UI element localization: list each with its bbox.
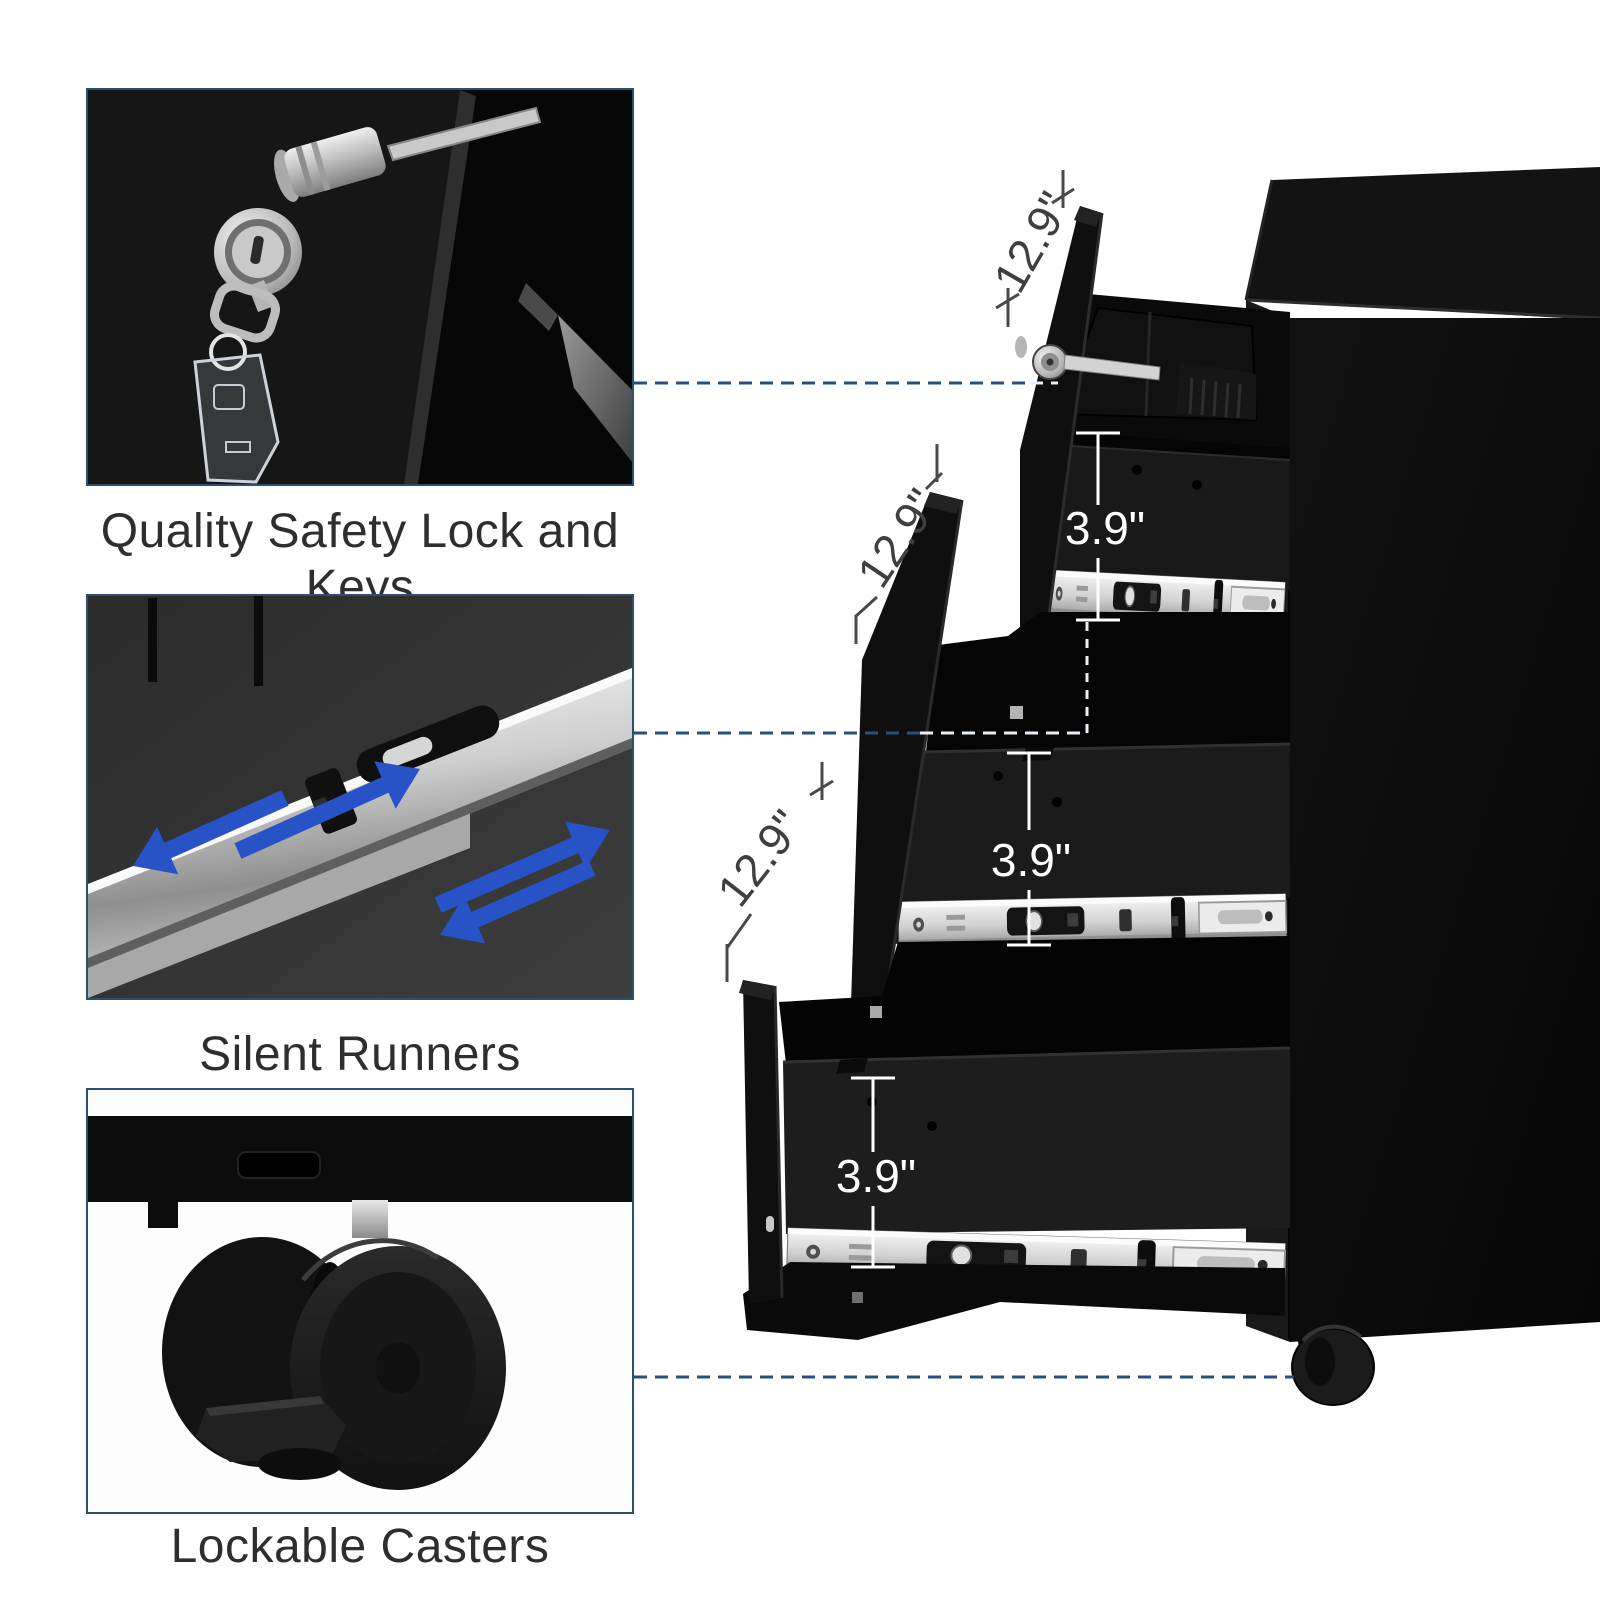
caster-stem — [352, 1200, 388, 1238]
wall-hole — [993, 771, 1003, 781]
drawer3-height-label: 3.9" — [836, 1150, 916, 1202]
wall-notch — [836, 1058, 868, 1074]
drawer2-wall-lip — [924, 742, 1291, 754]
lock-cylinder-front-icon — [214, 208, 302, 296]
drawer2-front-panel — [851, 492, 962, 1012]
drawer-middle — [851, 492, 1291, 1013]
drawer3-panel-edge — [773, 985, 784, 1299]
casters-photo-illustration — [88, 1090, 632, 1512]
slide-direction-arrows-icon — [133, 761, 610, 944]
cavity-glint-square — [870, 1006, 882, 1018]
drawer-bottom — [739, 936, 1291, 1340]
wall-hole — [1132, 465, 1142, 475]
inner-rail — [88, 810, 470, 998]
drawer1-front-panel — [1020, 206, 1102, 652]
drawer3-panel-top — [739, 980, 775, 1000]
cabinet-side-panel — [1290, 318, 1600, 1342]
drawer-corner-edge — [404, 90, 476, 484]
cabinet-caster-wheel-icon — [1291, 1324, 1375, 1406]
vent-slot — [254, 596, 263, 686]
wall-hole — [1052, 797, 1062, 807]
height-annotation-drawer3: 3.9" — [836, 1076, 916, 1269]
drawer2-panel-edge — [882, 499, 964, 1013]
dimension-ticks — [995, 170, 1075, 327]
wall-hole — [1192, 480, 1202, 490]
slide-rail-glimpse-2 — [518, 283, 558, 331]
key-tag-icon — [193, 353, 280, 484]
key-shaft-icon — [386, 106, 542, 162]
drawer-slide-rail — [88, 668, 632, 968]
caster-lock-lever-icon — [196, 1396, 346, 1480]
drawer2-panel-top — [924, 492, 962, 514]
height-annotation-drawer1: 3.9" — [1065, 431, 1145, 622]
drawer-height-annotations: 3.9" 3.9" 3.9" — [836, 431, 1145, 1269]
dimension-ticks — [725, 762, 834, 982]
lock-photo-illustration — [88, 90, 632, 484]
vent-slot — [148, 598, 157, 682]
callout-connectors — [634, 381, 1294, 1379]
drawer3-side-wall — [783, 1048, 1290, 1234]
hanging-key-icon — [209, 280, 280, 371]
hinge-glint — [766, 1216, 774, 1232]
cavity-glint-square — [1010, 706, 1023, 719]
cabinet-body — [1244, 167, 1600, 1406]
cabinet-base-shadow — [743, 1262, 1285, 1340]
wall-hole — [927, 1121, 937, 1131]
runners-photo-illustration — [88, 596, 632, 998]
cavity-glint-square — [852, 1292, 863, 1303]
drawer-lock-with-key-icon — [1032, 344, 1161, 381]
drawer1-panel-top — [1074, 206, 1102, 227]
feature-photo-lock-and-keys — [86, 88, 634, 486]
feature-caption-casters: Lockable Casters — [170, 1520, 550, 1573]
feature-photo-lockable-casters — [86, 1088, 634, 1514]
cabinet-top-front-edge — [1245, 298, 1600, 320]
tray-divider — [1144, 311, 1152, 417]
drawer2-height-label: 3.9" — [991, 834, 1071, 886]
feature-photo-silent-runners — [86, 594, 634, 1000]
feature-caption-runners: Silent Runners — [199, 1028, 521, 1081]
height-annotation-drawer2: 3.9" — [991, 751, 1071, 947]
cabinet-bottom-edge — [88, 1116, 632, 1228]
cabinet-top — [1246, 167, 1600, 320]
drawer1-wall-lip — [1039, 443, 1291, 461]
drawer1-side-wall — [1040, 444, 1290, 590]
dimension-ticks — [853, 444, 944, 644]
drawer2-side-wall — [895, 744, 1290, 944]
tray-ribs — [1188, 377, 1242, 419]
lock-bezel-glint — [1015, 336, 1027, 358]
drawer3-width-label: 12.9" — [707, 800, 813, 915]
lock-cylinder-top-icon — [274, 127, 386, 202]
cabinet-top-left-edge — [1244, 179, 1274, 301]
slide-rail-glimpse — [558, 315, 632, 462]
drawer1-height-label: 3.9" — [1065, 502, 1145, 554]
drawer2-cavity — [925, 612, 1290, 760]
drawer3-cavity — [779, 936, 1290, 1064]
drawer-top — [1015, 206, 1291, 653]
width-annotation-drawer3: 12.9" — [707, 762, 834, 982]
drawer1-panel-edge — [1042, 212, 1104, 653]
